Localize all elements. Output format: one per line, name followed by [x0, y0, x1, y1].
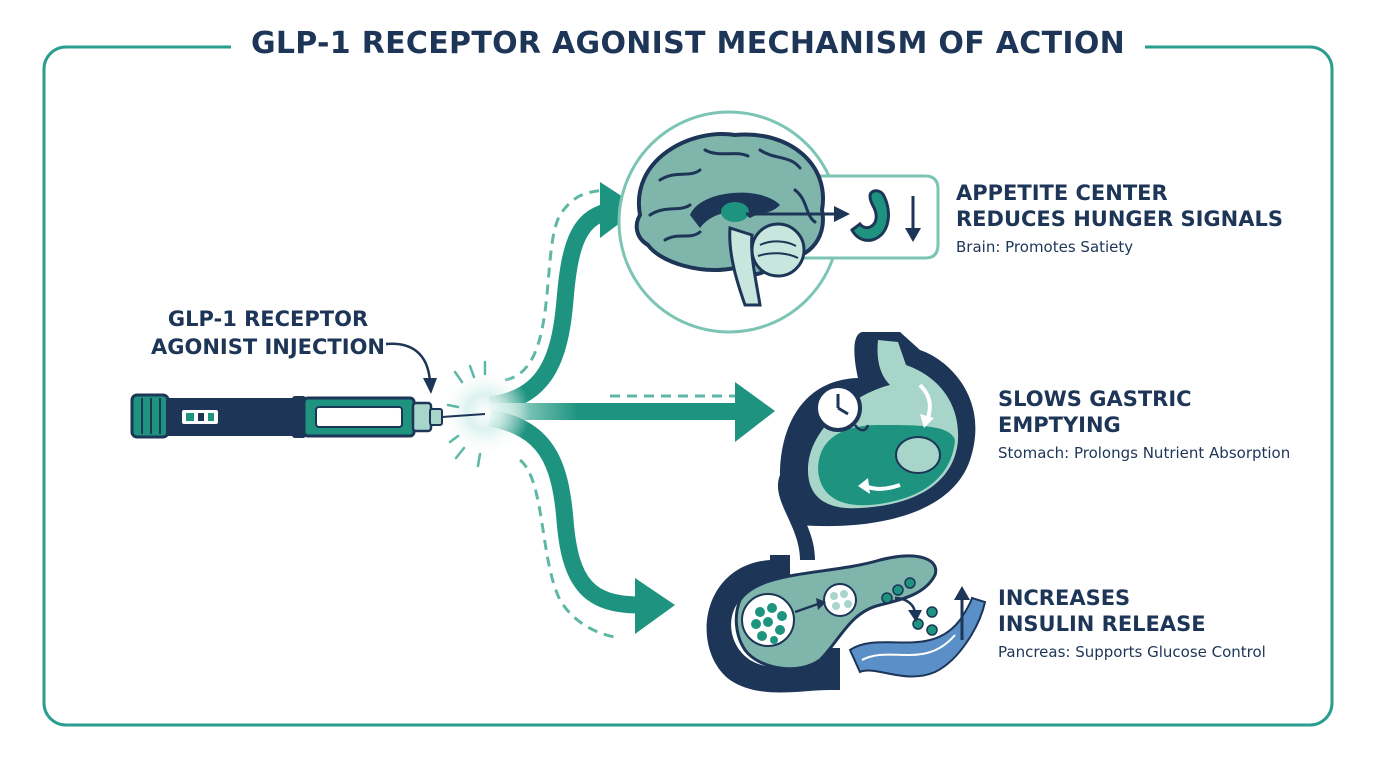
effect-stomach-heading-line2: EMPTYING: [998, 413, 1121, 437]
effect-pancreas-heading-line2: INSULIN RELEASE: [998, 612, 1206, 636]
pancreas-illustration: [706, 554, 987, 693]
effect-brain: APPETITE CENTER REDUCES HUNGER SIGNALS B…: [956, 180, 1316, 256]
arrow-to-pancreas: [488, 409, 641, 614]
effect-pancreas-subtitle: Pancreas: Supports Glucose Control: [998, 643, 1266, 661]
effect-pancreas-heading-line1: INCREASES: [998, 586, 1131, 610]
effect-stomach: SLOWS GASTRIC EMPTYING Stomach: Prolongs…: [998, 386, 1328, 462]
injection-label-line2: AGONIST INJECTION: [150, 335, 385, 359]
effect-brain-heading-line1: APPETITE CENTER: [956, 181, 1168, 205]
title-bar: GLP-1 RECEPTOR AGONIST MECHANISM OF ACTI…: [0, 26, 1376, 61]
label-pointer: [385, 342, 432, 383]
stomach-illustration: [777, 332, 976, 560]
effect-brain-heading-line2: REDUCES HUNGER SIGNALS: [956, 207, 1283, 231]
arrow-to-stomach: [490, 403, 740, 420]
effect-brain-subtitle: Brain: Promotes Satiety: [956, 238, 1134, 256]
effect-stomach-subtitle: Stomach: Prolongs Nutrient Absorption: [998, 444, 1291, 462]
injection-label: GLP-1 RECEPTOR AGONIST INJECTION: [138, 305, 398, 361]
injection-label-line1: GLP-1 RECEPTOR: [167, 307, 369, 331]
page-title: GLP-1 RECEPTOR AGONIST MECHANISM OF ACTI…: [230, 26, 1146, 61]
effect-pancreas: INCREASES INSULIN RELEASE Pancreas: Supp…: [998, 585, 1328, 661]
effect-stomach-heading-line1: SLOWS GASTRIC: [998, 387, 1192, 411]
arrow-to-brain: [488, 201, 617, 414]
brain-illustration: [617, 110, 940, 334]
injection-pen-icon: [130, 393, 486, 439]
